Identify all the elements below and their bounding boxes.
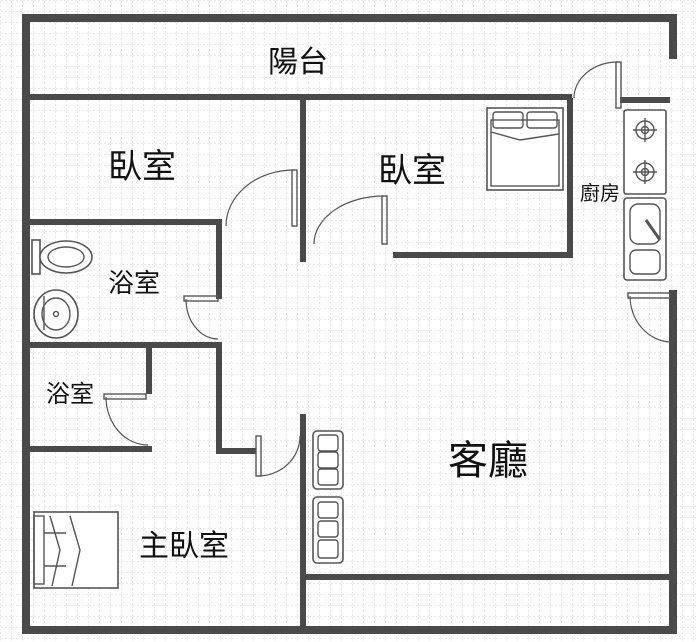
bed-icon-bedroom: [486, 107, 564, 191]
room-label-bedroom-right: 臥室: [378, 151, 446, 191]
door-bathroom-2: [103, 393, 149, 446]
stove-icon: [623, 109, 667, 195]
bed-icon-master: [33, 511, 119, 589]
sofa-icon-upper: [312, 430, 344, 490]
room-label-bedroom-left: 臥室: [108, 147, 176, 187]
room-label-balcony: 陽台: [268, 45, 328, 80]
sofa-icon-lower: [312, 496, 344, 564]
door-balcony: [573, 61, 622, 109]
room-label-master-bedroom: 主臥室: [139, 529, 229, 564]
room-label-bathroom-2: 浴室: [46, 380, 94, 408]
outer-walls: [22, 14, 677, 634]
toilet-icon: [31, 239, 93, 275]
washbasin-icon: [33, 289, 79, 339]
interior-walls: [30, 94, 672, 629]
door-bedroom-right: [313, 195, 388, 245]
door-kitchen: [627, 292, 673, 343]
door-bedroom-left: [225, 169, 298, 227]
door-bathroom-1: [183, 295, 219, 340]
room-label-kitchen: 廚房: [580, 181, 620, 205]
room-label-bathroom-1: 浴室: [108, 269, 160, 299]
kitchen-sink-icon: [623, 197, 667, 281]
room-label-living-room: 客廳: [448, 438, 528, 484]
door-master-bedroom: [255, 435, 301, 477]
